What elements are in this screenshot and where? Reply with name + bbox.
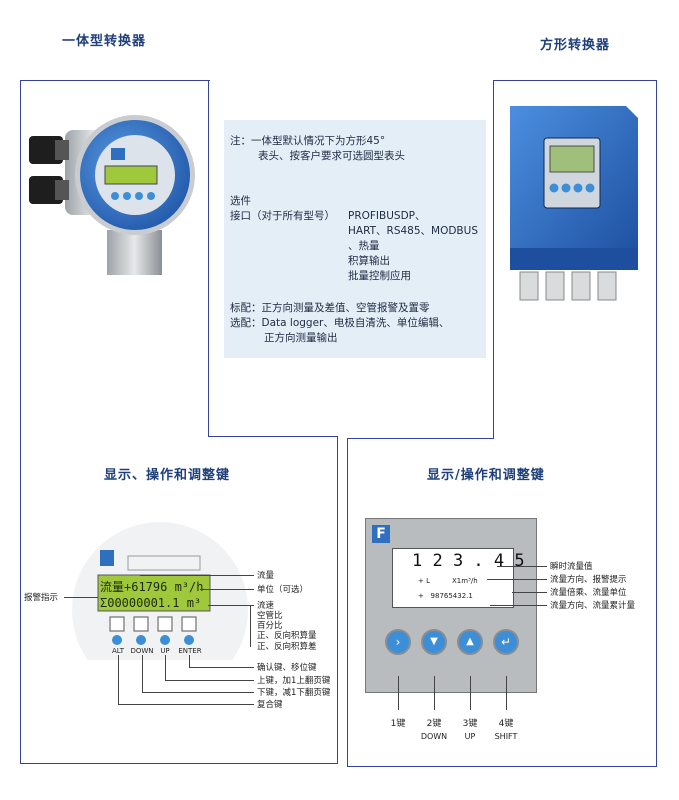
leader-line	[142, 655, 143, 692]
frame-line	[493, 80, 657, 81]
leader-line	[512, 592, 547, 593]
frame-line	[20, 80, 210, 81]
label-direction-total: 流量方向、流量累计量	[550, 601, 636, 611]
label-forward-reverse-diff: 正、反向积算差	[257, 642, 317, 652]
leader-line	[470, 676, 471, 710]
label-velocity: 流速	[257, 601, 275, 611]
round-display-panel	[72, 522, 248, 660]
title-integrated-converter: 一体型转换器	[62, 34, 147, 49]
key-4-name: SHIFT	[494, 732, 518, 741]
lcd-total: + 98765432.1	[418, 592, 473, 600]
key-2-name: DOWN	[420, 732, 448, 741]
label-unit: 单位（可选）	[257, 585, 309, 595]
note-line: 表头、按客户要求可选圆型表头	[258, 150, 405, 162]
frame-line	[656, 80, 657, 766]
interface-label: 接口（对于所有型号）	[230, 210, 335, 222]
lcd-reading: 1 2 3 . 4 5	[412, 551, 525, 571]
label-up-key: 上键，加1上翻页键	[257, 676, 331, 686]
frame-line	[347, 766, 657, 767]
frame-line	[337, 436, 338, 763]
label-confirm-key: 确认键、移位键	[257, 663, 317, 673]
integrated-converter-image	[29, 115, 195, 275]
key-label-up: UP	[160, 647, 170, 655]
interface-item: PROFIBUSDP、	[348, 210, 426, 222]
lcd-unit: X1m³/h	[452, 577, 478, 585]
square-converter-image	[510, 106, 638, 301]
leader-line	[142, 692, 254, 693]
leader-line	[490, 605, 547, 606]
leader-line	[118, 655, 119, 704]
key-label-down: DOWN	[130, 647, 154, 655]
key-3-name: UP	[464, 732, 476, 741]
label-percent: 百分比	[257, 621, 283, 631]
leader-line	[189, 655, 190, 667]
round-lcd-row1: 流量+61796 m³/h	[100, 580, 204, 594]
square-lcd	[392, 548, 514, 608]
title-display-left: 显示、操作和调整键	[104, 468, 231, 483]
frame-line	[347, 438, 348, 766]
key-4-number: 4键	[498, 719, 514, 729]
round-lcd-row2: Σ00000001.1 m³	[100, 596, 202, 610]
title-square-converter: 方形转换器	[540, 38, 611, 53]
leader-line	[165, 680, 254, 681]
key-label-alt: ALT	[111, 647, 124, 655]
interface-item: 批量控制应用	[348, 270, 411, 282]
leader-line	[189, 667, 254, 668]
label-empty: 空管比	[257, 611, 283, 621]
frame-line	[347, 438, 494, 439]
frame-line	[20, 763, 338, 764]
options-title: 选件	[230, 195, 251, 207]
interface-item: 、热量	[348, 240, 380, 252]
key-label-enter: ENTER	[178, 647, 202, 655]
notes-panel: 注：一体型默认情况下为方形45° 表头、按客户要求可选圆型表头 选件 接口（对于…	[224, 120, 486, 358]
label-flow: 流量	[257, 571, 275, 581]
label-forward-reverse: 正、反向积算量	[257, 631, 317, 641]
note-line: 注：一体型默认情况下为方形45°	[230, 135, 386, 147]
brand-logo: F	[372, 525, 390, 543]
leader-line	[434, 676, 435, 710]
label-multiplier-unit: 流量倍乘、流量单位	[550, 588, 627, 598]
frame-line	[20, 80, 21, 763]
standard-features: 标配：正方向测量及差值、空管报警及置零	[230, 302, 430, 314]
optional-features: 正方向测量输出	[264, 332, 338, 344]
leader-line	[165, 655, 166, 680]
label-direction-alarm: 流量方向、报警提示	[550, 575, 627, 585]
key-1-button[interactable]: ›	[385, 629, 411, 655]
interface-item: HART、RS485、MODBUS	[348, 225, 478, 237]
lcd-direction: + L	[418, 577, 430, 585]
frame-line	[493, 80, 494, 438]
interface-item: 积算输出	[348, 255, 390, 267]
frame-line	[208, 436, 338, 437]
key-3-number: 3键	[462, 719, 478, 729]
label-alarm: 报警指示	[24, 593, 59, 603]
leader-line	[250, 605, 251, 647]
leader-line	[497, 566, 547, 567]
label-down-key: 下键，减1下翻页键	[257, 688, 331, 698]
label-instant-flow: 瞬时流量值	[550, 562, 593, 572]
frame-line	[208, 80, 209, 436]
key-down-button[interactable]: ▼	[421, 629, 447, 655]
key-1-number: 1键	[390, 719, 406, 729]
leader-line	[118, 704, 254, 705]
leader-line	[200, 589, 254, 590]
key-up-button[interactable]: ▲	[457, 629, 483, 655]
optional-features: 选配：Data logger、电极自清洗、单位编辑、	[230, 317, 450, 329]
leader-line	[208, 605, 254, 606]
label-combo-key: 复合键	[257, 700, 283, 710]
leader-line	[487, 579, 547, 580]
title-display-right: 显示/操作和调整键	[427, 468, 545, 483]
key-2-number: 2键	[426, 719, 442, 729]
leader-line	[506, 676, 507, 710]
leader-line	[64, 597, 98, 598]
key-shift-button[interactable]: ↵	[493, 629, 519, 655]
leader-line	[398, 676, 399, 710]
leader-line	[140, 575, 254, 576]
